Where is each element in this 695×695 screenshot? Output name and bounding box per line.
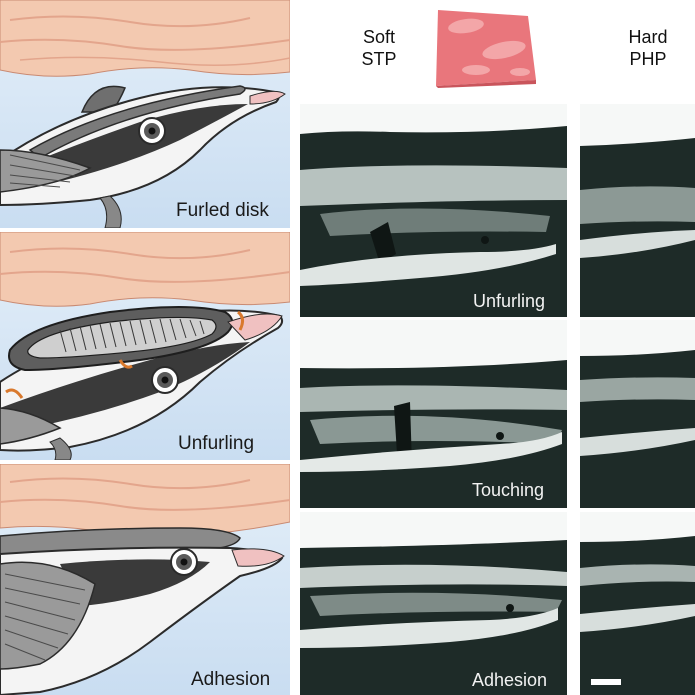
- micrograph-soft-unfurling: Unfurling: [300, 104, 567, 317]
- micrograph-soft-adhesion: Adhesion: [300, 512, 567, 695]
- header-hard-line1: Hard: [628, 27, 668, 47]
- header-soft-line2: STP: [361, 49, 397, 69]
- illustration-label-unfurling: Unfurling: [178, 433, 255, 454]
- illustration-adhesion: Adhesion: [0, 464, 290, 695]
- remora-adhesion-drawing: [0, 464, 290, 695]
- remora-unfurling-drawing: [0, 232, 290, 460]
- illustration-furled-disk: Furled disk: [0, 0, 290, 228]
- remora-furled-drawing: [0, 0, 290, 228]
- column-header-soft: Soft STP: [350, 26, 408, 70]
- header-soft-line1: Soft: [362, 27, 396, 47]
- illustration-unfurling: Unfurling: [0, 232, 290, 460]
- micrograph-label-unfurling: Unfurling: [473, 291, 546, 311]
- micrograph-hard-adhesion: [580, 512, 695, 695]
- illustration-label-adhesion: Adhesion: [191, 669, 271, 690]
- micrograph-label-touching: Touching: [472, 480, 545, 500]
- header-hard-line2: PHP: [629, 49, 667, 69]
- micrograph-soft-touching: Touching: [300, 320, 567, 508]
- scale-bar: [591, 679, 621, 685]
- illustration-label-furled: Furled disk: [176, 200, 269, 221]
- micrograph-label-adhesion: Adhesion: [472, 670, 548, 690]
- soft-pad-icon: [436, 10, 536, 88]
- column-header-hard: Hard PHP: [616, 26, 680, 70]
- micrograph-hard-touching: [580, 320, 695, 508]
- micrograph-hard-unfurling: [580, 104, 695, 317]
